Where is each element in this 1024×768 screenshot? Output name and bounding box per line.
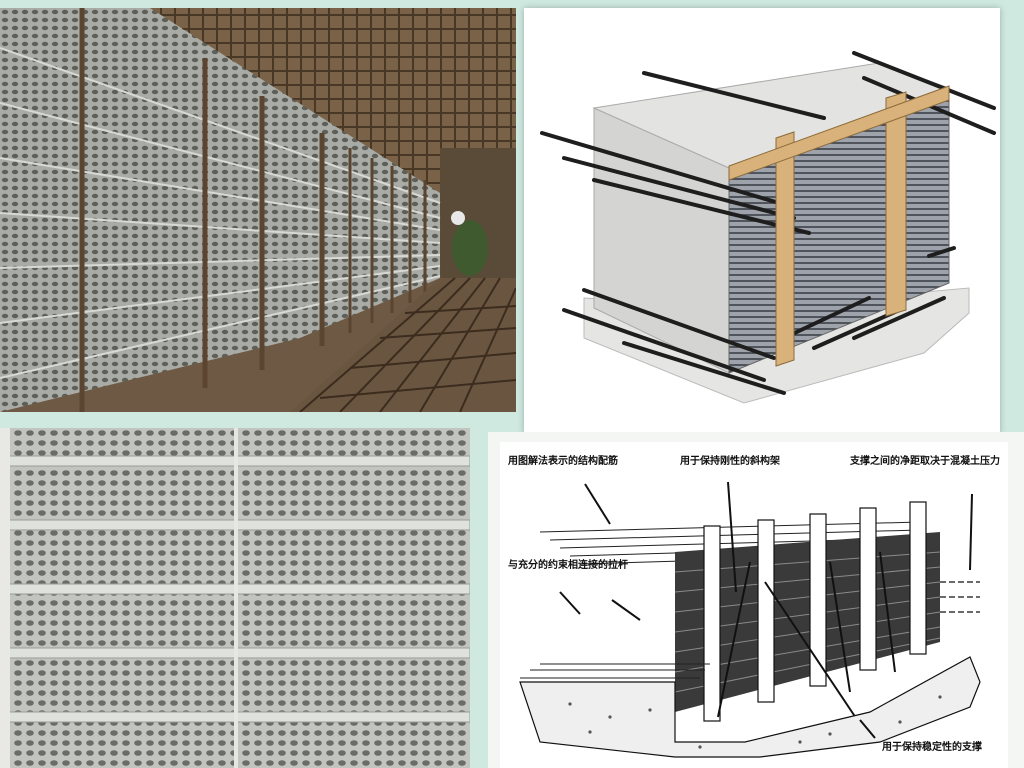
photo-mesh-wall-corridor — [0, 8, 516, 412]
photo-mesh-closeup-image — [0, 428, 470, 768]
label-structural-rebar: 用图解法表示的结构配筋 — [508, 456, 618, 467]
annotated-formwork-drawing: 用图解法表示的结构配筋 用于保持刚性的斜构架 支撑之间的净距取决于混凝土压力 与… — [488, 432, 1024, 768]
label-stability-support: 用于保持稳定性的支撑 — [882, 742, 982, 753]
label-support-spacing: 支撑之间的净距取决于混凝土压力 — [850, 456, 1000, 467]
photo-mesh-wall-corridor-image — [0, 8, 516, 412]
label-tie-rods: 与充分的约束相连接的拉杆 — [508, 560, 628, 571]
drawing-canvas: 用图解法表示的结构配筋 用于保持刚性的斜构架 支撑之间的净距取决于混凝土压力 与… — [500, 442, 1008, 768]
label-diagonal-brace: 用于保持刚性的斜构架 — [680, 456, 780, 467]
illustration-formwork-box — [524, 8, 1000, 434]
photo-mesh-closeup — [0, 428, 470, 768]
illustration-formwork-box-image — [540, 51, 996, 404]
formwork-line-drawing — [519, 481, 981, 758]
